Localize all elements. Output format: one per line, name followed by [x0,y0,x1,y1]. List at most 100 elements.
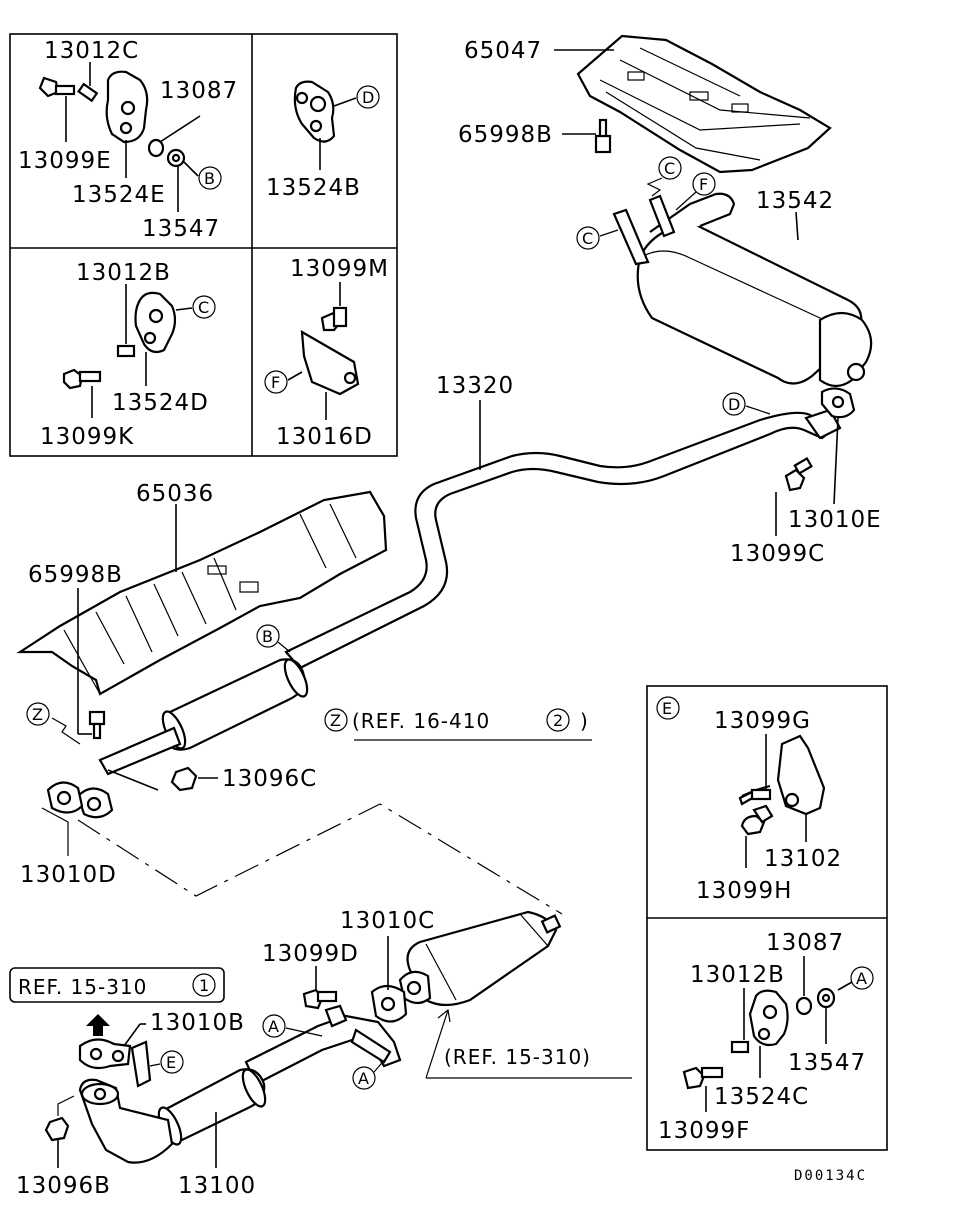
label-13547-box: 13547 [788,1050,866,1076]
label-13087-box: 13087 [766,930,844,956]
label-13099E: 13099E [18,148,112,174]
label-13542: 13542 [756,188,834,214]
label-65036: 65036 [136,481,214,507]
svg-text:A: A [358,1069,369,1088]
label-13010C: 13010C [340,908,435,934]
label-65047: 65047 [464,38,542,64]
svg-text:(REF. 15-310): (REF. 15-310) [444,1045,591,1069]
bolt-13099D [302,988,338,1010]
svg-text:D: D [728,395,740,414]
callout-f-detail: F [264,370,288,394]
front-exhaust-pipe-13100 [78,1004,402,1164]
callout-e-pipe: E [149,1050,184,1074]
callout-f-upper: F [675,172,716,211]
nut-13096B [44,1095,75,1142]
label-13099F: 13099F [658,1118,750,1144]
callout-a-pipe-lower: A [352,1055,389,1090]
svg-text:(REF. 16-410: (REF. 16-410 [352,709,490,733]
label-13099D: 13099D [262,941,359,967]
svg-text:C: C [664,159,675,178]
label-13099C: 13099C [730,541,825,567]
label-13099H: 13099H [696,878,792,904]
bolt-65998B-rear [594,118,612,154]
svg-text:D: D [362,88,374,107]
svg-text:1: 1 [199,976,209,995]
label-13010B: 13010B [150,1010,245,1036]
callout-a-pipe-upper: A [262,1014,323,1038]
bolt-65998B-front [88,710,106,740]
label-65998B-front: 65998B [28,562,123,588]
label-13012B-box: 13012B [690,962,785,988]
svg-text:F: F [271,373,280,392]
label-13524D: 13524D [112,390,209,416]
detail-box-top-left [9,33,398,457]
gasket-13010D [46,781,84,814]
label-13016D: 13016D [276,424,373,450]
label-13096C: 13096C [222,766,317,792]
svg-text:E: E [662,699,672,718]
label-13100: 13100 [178,1173,256,1199]
gasket-13010E [820,387,856,419]
label-13547-top: 13547 [142,216,220,242]
svg-text:A: A [856,969,867,988]
heat-protector-65047 [576,34,832,174]
label-13102: 13102 [764,846,842,872]
label-65998B-rear: 65998B [458,122,553,148]
hanger-assembly-13524E [38,70,186,168]
label-13524E: 13524E [72,182,166,208]
callout-b-detail: B [198,166,222,190]
svg-text:Z: Z [330,711,341,730]
hanger-assembly-13524D [62,291,177,390]
gasket-13010C [370,984,408,1023]
svg-text:C: C [582,229,593,248]
callout-c-detail: C [192,295,216,319]
label-13524B: 13524B [266,175,361,201]
callout-d-rear: D [722,392,771,416]
callout-d-detail: D [356,85,380,109]
svg-text:B: B [204,169,215,188]
callout-a-box: A [850,966,874,990]
svg-text:): ) [580,709,589,733]
label-13010E: 13010E [788,507,882,533]
callout-z-front: Z [26,702,81,745]
hanger-bracket-13102 [738,734,826,836]
svg-text:F: F [699,175,708,194]
label-13099G: 13099G [714,708,811,734]
bracket-13016D [300,306,360,396]
svg-text:C: C [198,298,209,317]
label-13087-top: 13087 [160,78,238,104]
label-13320: 13320 [436,373,514,399]
label-13010D: 13010D [20,862,117,888]
label-13099M: 13099M [290,256,389,282]
gasket-13010B [78,1038,152,1088]
flange-front-pipe [76,787,114,819]
svg-text:A: A [268,1017,279,1036]
ref-15-310-boxed: REF. 15-310 1 [9,967,225,1003]
callout-c-upper: C [646,156,682,197]
heat-protector-65036 [16,490,388,696]
ref-15-310-arrow: (REF. 15-310) [425,1008,632,1079]
up-arrow-icon [86,1014,110,1036]
callout-b-main: B [256,624,291,653]
label-13012B-detail: 13012B [76,260,171,286]
main-muffler-13542 [612,192,873,388]
callout-c-lower: C [576,226,619,250]
label-13096B: 13096B [16,1173,111,1199]
svg-text:E: E [166,1053,176,1072]
hanger-13524B [293,80,336,143]
callout-e-box: E [656,696,680,720]
hanger-assembly-13524C [682,987,836,1090]
label-13099K: 13099K [40,424,134,450]
nut-13096C [170,766,198,792]
label-13524C: 13524C [714,1084,809,1110]
ref-16-410: Z (REF. 16-410 2 ) [324,708,592,741]
label-13012C: 13012C [44,38,139,64]
catalytic-converter [398,910,562,1007]
svg-text:Z: Z [32,705,43,724]
svg-text:B: B [262,627,273,646]
drawing-code: D00134C [794,1168,867,1184]
pre-muffler [98,658,309,776]
svg-text:REF. 15-310: REF. 15-310 [18,975,147,999]
svg-text:2: 2 [553,711,563,730]
